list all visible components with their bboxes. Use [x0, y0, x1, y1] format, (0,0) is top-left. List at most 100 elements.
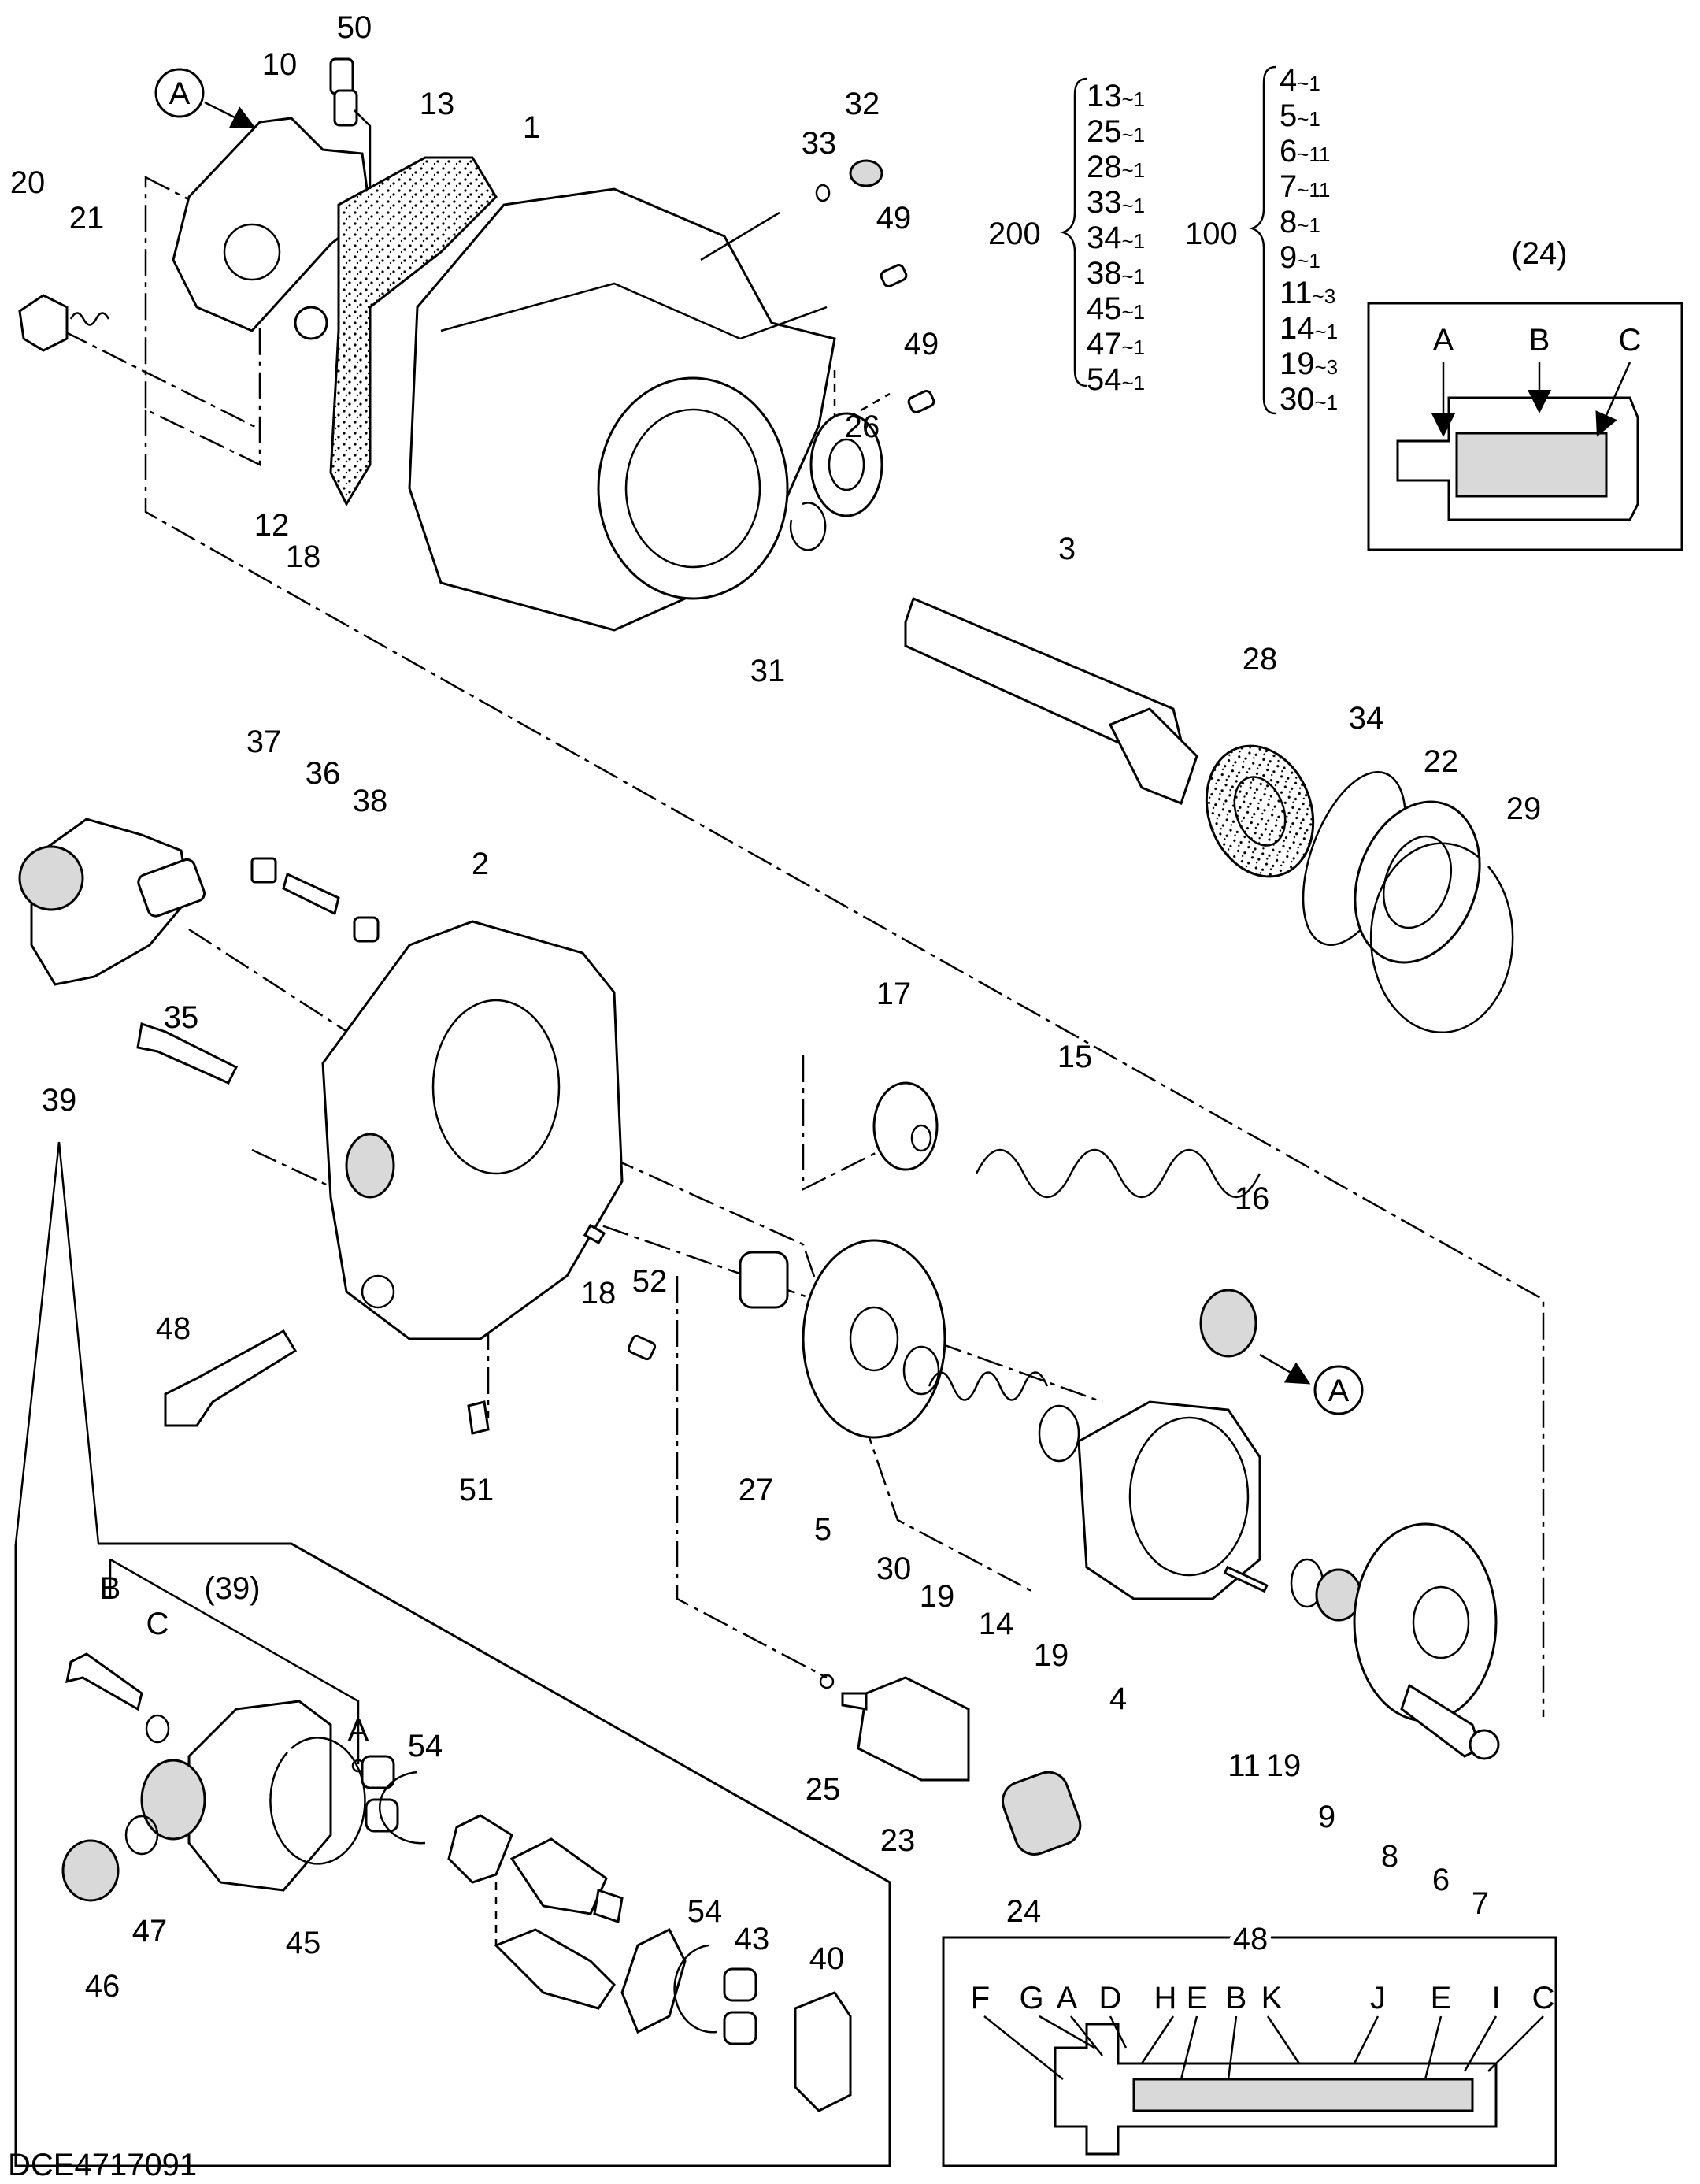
callout-label-ref-a: A — [169, 76, 191, 111]
detail-48-label-i: I — [1491, 1981, 1500, 2015]
screw-51 — [467, 1400, 490, 1435]
cylinder-bores — [1128, 1416, 1250, 1577]
detail-24-label-a: A — [1433, 323, 1454, 358]
detail-48-label-h: H — [1154, 1981, 1177, 2015]
oring-25 — [819, 1674, 835, 1689]
relief-valve-48 — [164, 1329, 298, 1427]
gear-cover-port — [140, 1759, 206, 1841]
main-axis-dash — [144, 410, 1545, 1717]
plug-49b — [907, 390, 935, 413]
callout-11: 11 — [1228, 1748, 1261, 1783]
callout-21: 21 — [69, 201, 105, 235]
detail-48-group — [942, 1936, 1557, 2167]
detail-39-leader — [14, 1141, 100, 1544]
housing-group — [18, 57, 1545, 1717]
kit100-item: 7~11 — [1280, 169, 1330, 204]
detail-39-group — [14, 1141, 891, 2167]
callout-39: 39 — [42, 1083, 77, 1118]
piston-17-hole — [910, 1124, 932, 1152]
kit100-item: 14~1 — [1280, 311, 1338, 346]
kit100-item: 5~1 — [1280, 98, 1320, 133]
kit200-label: 200 — [988, 217, 1041, 251]
callout-33: 33 — [802, 126, 837, 161]
housing-body — [408, 187, 836, 632]
plug-52 — [627, 1334, 657, 1361]
pin-50a — [329, 57, 354, 95]
callout-36: 36 — [306, 756, 341, 791]
callout-40: 40 — [809, 1941, 845, 1976]
bolt-35 — [136, 1022, 239, 1085]
callout-15: 15 — [1057, 1040, 1093, 1074]
leader-49b — [833, 370, 891, 428]
detail-39-bracket — [109, 1558, 360, 1764]
callout-2: 2 — [472, 847, 489, 881]
bushing-43b — [723, 2011, 757, 2045]
cover-bore — [223, 223, 281, 281]
detail-48-label-c: C — [1532, 1981, 1555, 2015]
detail-48-label-g: G — [1019, 1981, 1043, 2015]
kit200-item: 25~1 — [1087, 114, 1145, 149]
detail-24-spring — [1455, 432, 1608, 498]
callout-19b: 19 — [1034, 1638, 1069, 1673]
axis-dash-20 — [62, 329, 261, 431]
callout-27: 27 — [739, 1473, 774, 1507]
bearing-26-inner — [828, 438, 865, 491]
leader-33 — [700, 211, 780, 261]
kit100-item: 8~1 — [1280, 205, 1320, 239]
gear-drive — [509, 1837, 608, 1915]
callout-23: 23 — [880, 1823, 916, 1858]
seal-22-hole — [1382, 835, 1453, 929]
cylinder-block-4 — [1077, 1400, 1261, 1600]
ring-30 — [902, 1345, 940, 1396]
retainer-plate-8 — [1353, 1522, 1498, 1722]
detail-48-leaders-right — [1353, 2015, 1544, 2080]
detail-39-label-b: B — [100, 1571, 121, 1606]
callout-45: 45 — [286, 1926, 321, 1960]
end-cover-boss — [18, 845, 84, 911]
gear-driven — [494, 1928, 616, 2010]
swash-plate-5-hole — [849, 1306, 899, 1372]
swash-plate-5 — [802, 1239, 946, 1439]
valve-block-group — [18, 818, 1500, 1856]
seal-28 — [1205, 744, 1315, 878]
seat-16 — [1199, 1289, 1257, 1358]
detail-48-label-j: J — [1370, 1981, 1386, 2015]
spring-15 — [975, 1148, 1261, 1199]
ref-arrow-a2 — [1259, 1353, 1311, 1385]
ball-12 — [294, 306, 328, 340]
detail-48-label-d: D — [1099, 1981, 1122, 2015]
cover-outline-dash — [144, 175, 261, 466]
valve-block-port — [431, 999, 561, 1175]
callout-16: 16 — [1235, 1181, 1270, 1216]
retainer-plate-8-hole — [1412, 1585, 1470, 1659]
oring-33 — [815, 184, 831, 202]
callout-47: 47 — [132, 1914, 168, 1949]
callout-48: 48 — [156, 1311, 191, 1346]
callout-24: 24 — [1006, 1894, 1042, 1929]
callout-18b: 18 — [581, 1276, 617, 1311]
callout-54b: 54 — [687, 1894, 723, 1929]
sleeve-23-stub — [841, 1692, 868, 1711]
axis-dash-17 — [802, 1055, 883, 1192]
stud-36 — [282, 872, 340, 916]
detail-48-leaders-left — [983, 2015, 1128, 2080]
kit200-item: 45~1 — [1087, 291, 1145, 326]
housing-bore-inner — [624, 408, 761, 569]
callout-4: 4 — [1109, 1682, 1127, 1716]
detail-48-label-e2: E — [1431, 1981, 1452, 2015]
callout-29: 29 — [1506, 792, 1542, 826]
plug-49a — [880, 264, 908, 287]
callout-9: 9 — [1318, 1800, 1335, 1834]
ref-circle-a2 — [1313, 1365, 1364, 1415]
seal-28-hole — [1233, 776, 1287, 847]
callout-35: 35 — [164, 1000, 199, 1035]
seal-22 — [1354, 800, 1481, 964]
kit200-item: 47~1 — [1087, 327, 1145, 362]
callout-26: 26 — [845, 410, 880, 444]
callout-18a: 18 — [286, 540, 321, 574]
detail-24-group — [1367, 302, 1683, 551]
callout-28: 28 — [1243, 642, 1278, 677]
detail-48-label-b: B — [1226, 1981, 1247, 2015]
kit100-item: 4~1 — [1280, 63, 1320, 98]
